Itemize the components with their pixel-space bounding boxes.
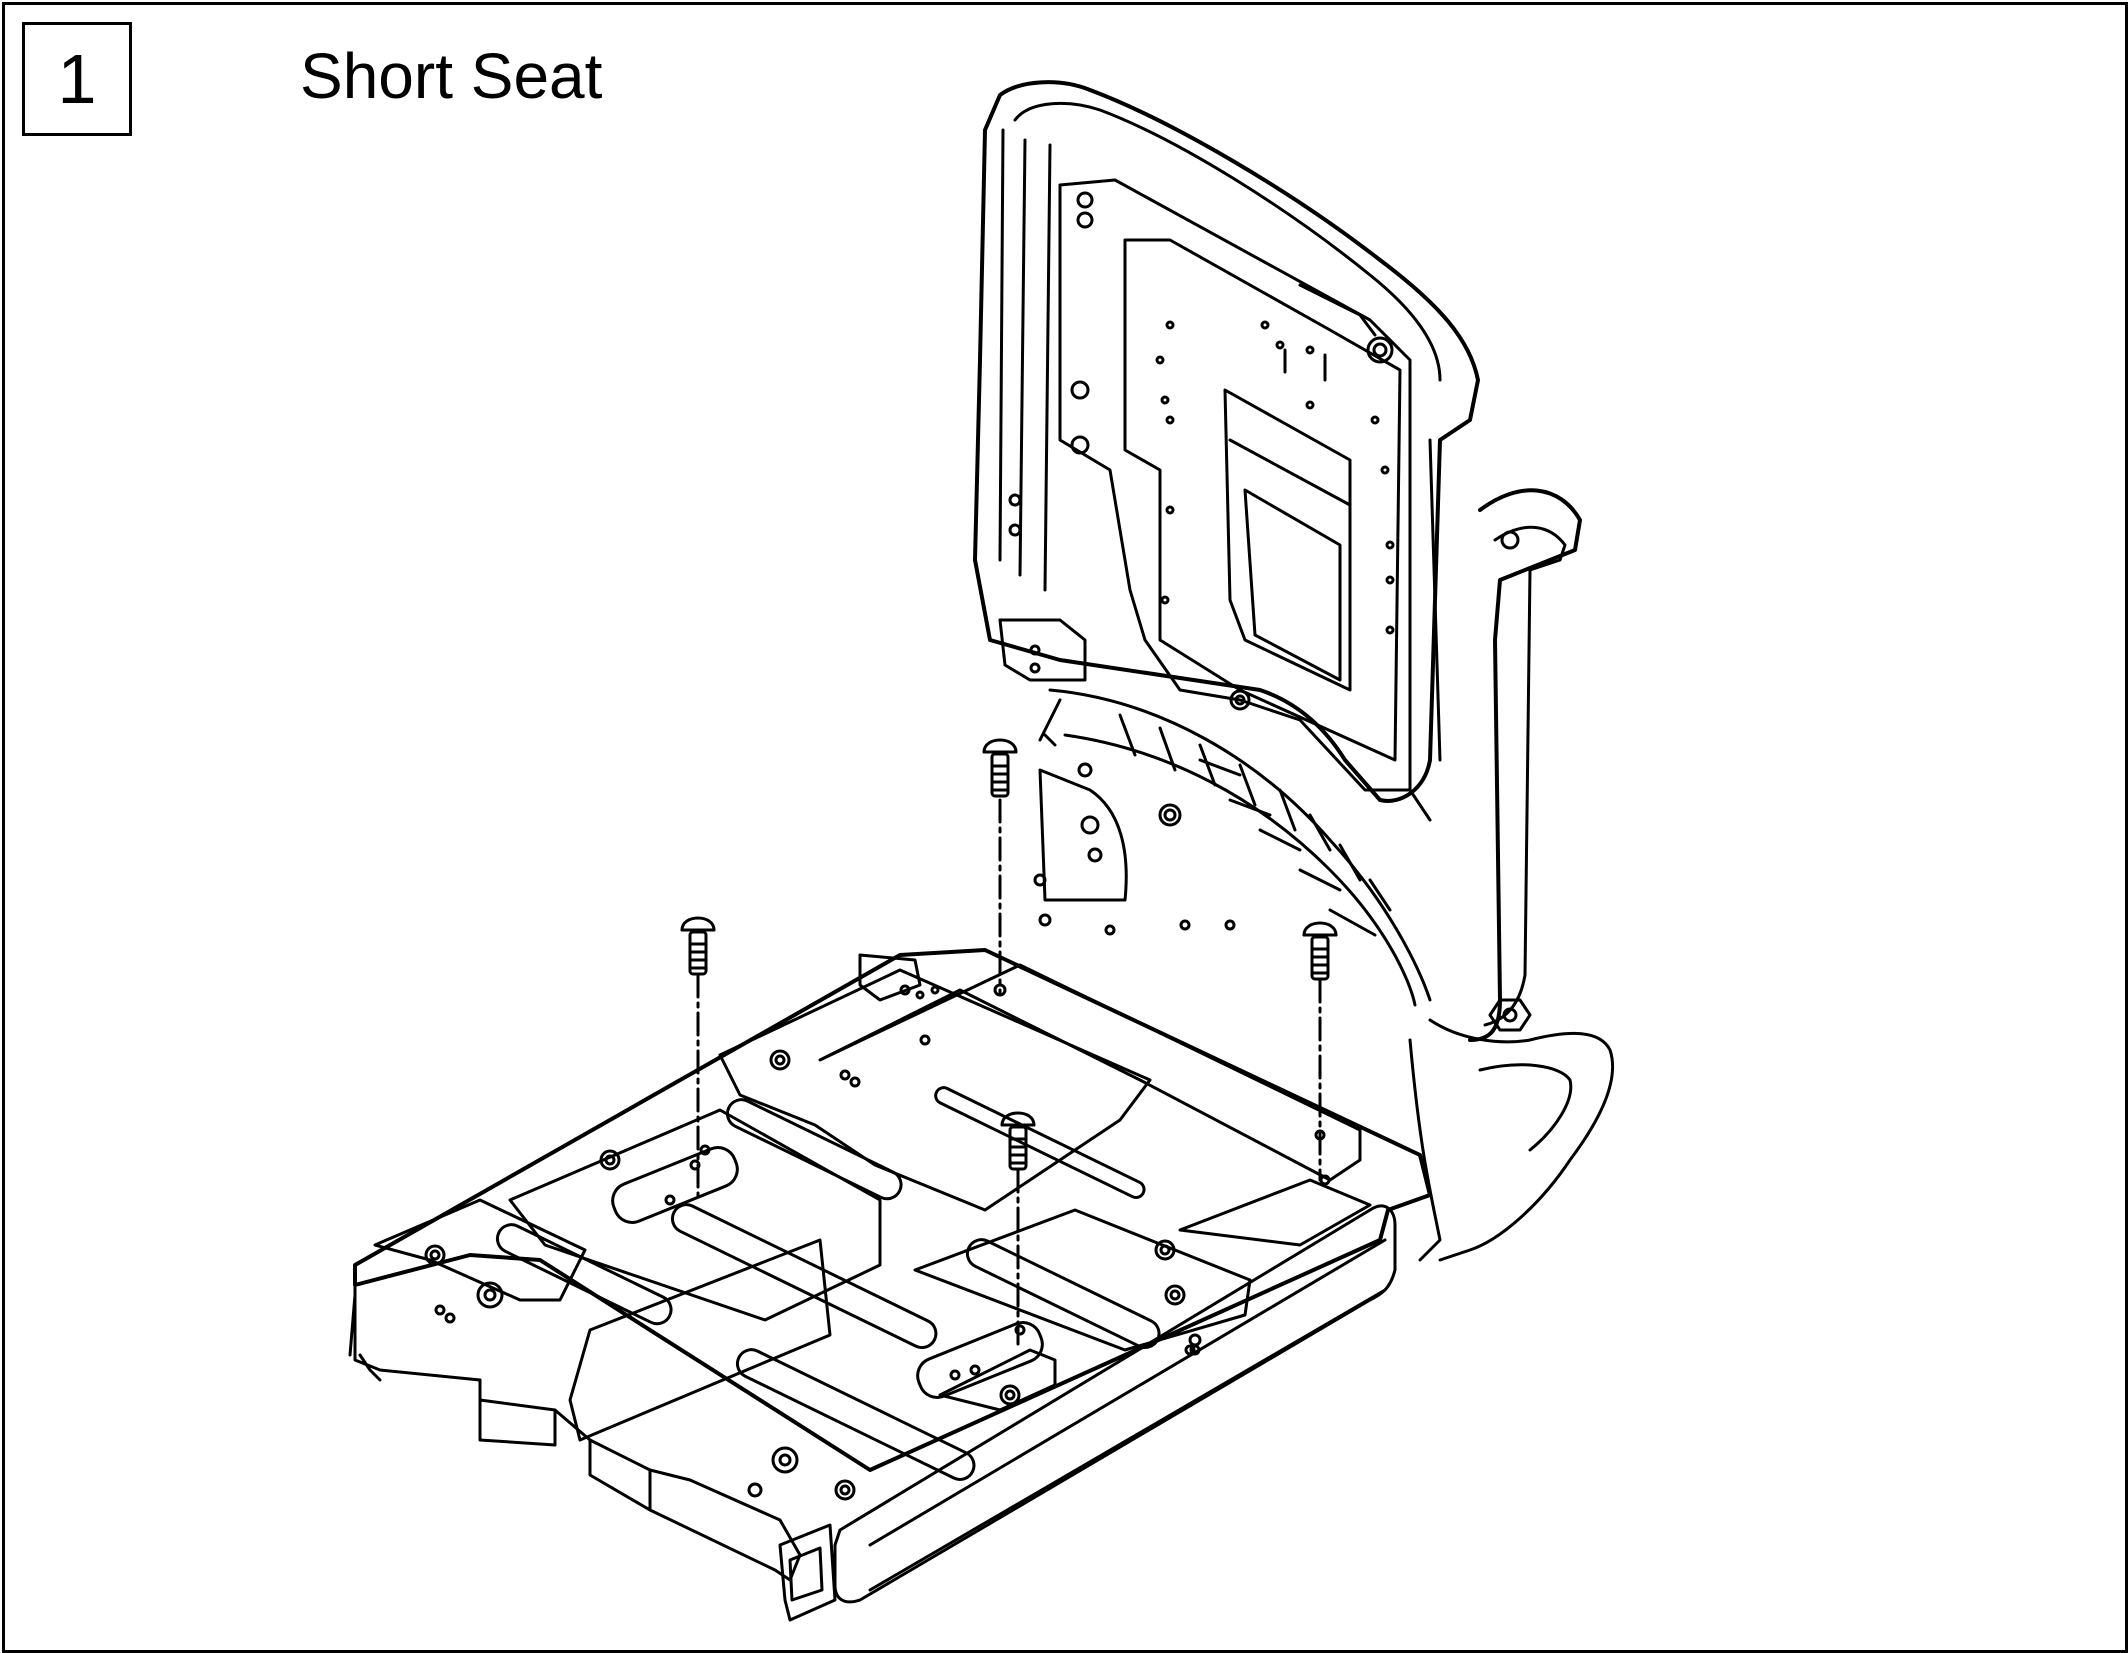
step-number: 1 (57, 40, 97, 118)
screws (680, 738, 1338, 1352)
step-number-box: 1 (22, 22, 132, 136)
screw-icon (982, 738, 1018, 798)
screw-icon (680, 916, 716, 976)
diagram-title: Short Seat (300, 40, 603, 112)
back-hinge-lattice (1038, 688, 1432, 1007)
armrest (1408, 488, 1615, 1262)
screw-icon (1302, 921, 1338, 981)
seat-back (973, 80, 1480, 822)
seat-pan (348, 919, 1432, 1622)
seat-back-side-support (1033, 768, 1128, 927)
